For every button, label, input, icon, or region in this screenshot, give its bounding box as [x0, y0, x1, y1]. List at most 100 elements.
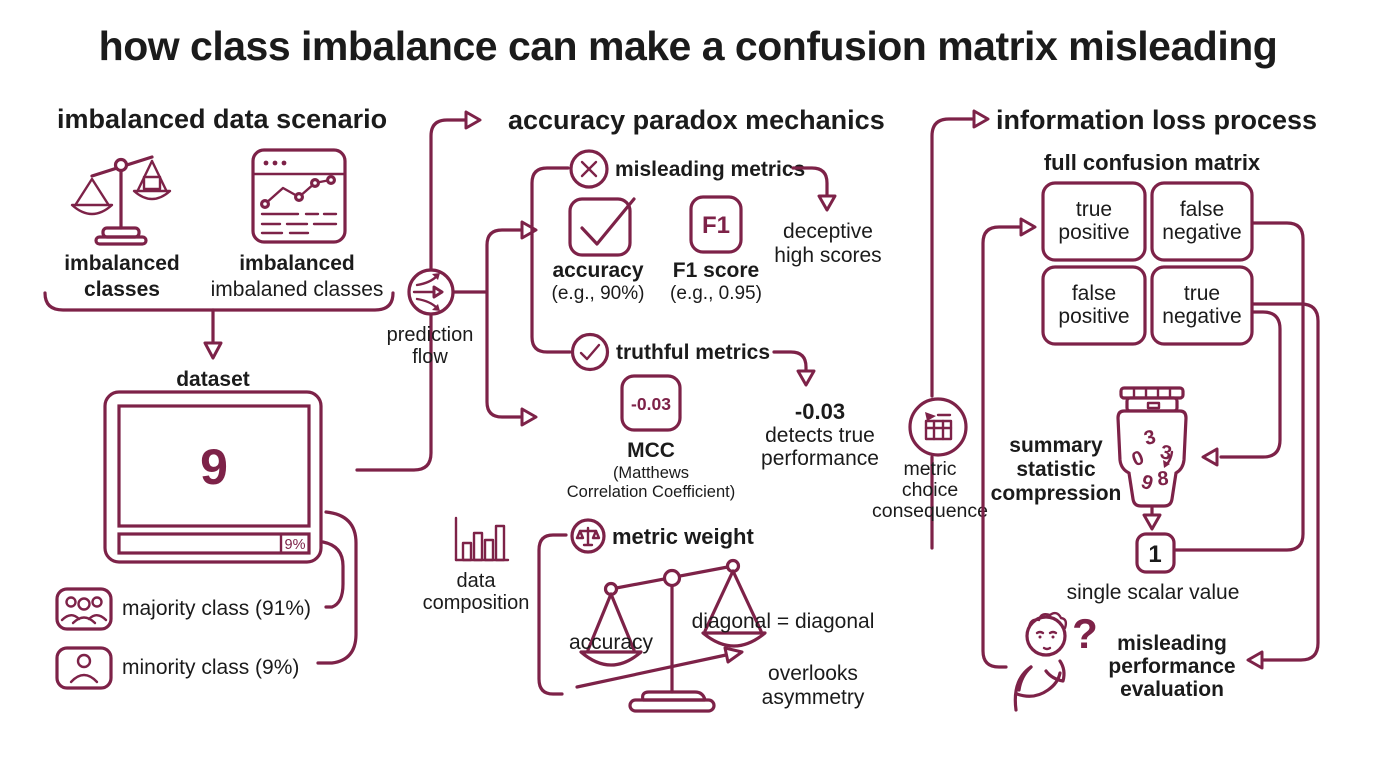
data-composition-icon [454, 516, 510, 562]
scalar-label: single scalar value [1067, 581, 1240, 604]
section-header-accuracy-paradox: accuracy paradox mechanics [508, 105, 885, 135]
dataset-arrowhead [203, 341, 223, 360]
flow-fanout-connector [451, 228, 522, 419]
fn-to-scalar-connector [1174, 221, 1305, 552]
majority-bracket-connector [321, 540, 345, 609]
tn-line1: true [1184, 282, 1220, 305]
title2-arrowhead [464, 110, 482, 130]
evaluation-to-matrix-connector [981, 225, 1021, 669]
dataset-label: dataset [176, 368, 250, 391]
metric-choice-line1: metric [903, 458, 956, 480]
compression-label-line3: compression [991, 482, 1122, 505]
evaluation-label-line2: performance [1108, 655, 1235, 678]
detects-connector [772, 350, 808, 373]
cell-true-positive [1041, 181, 1147, 262]
evaluation-label-line3: evaluation [1120, 678, 1224, 701]
metric-choice-icon [908, 397, 968, 457]
truthful-metrics-label: truthful metrics [616, 341, 770, 364]
merge-bracket-connector [43, 291, 395, 312]
tp-line1: true [1076, 198, 1112, 221]
deceptive-arrowhead [817, 194, 837, 212]
tn-to-evaluation-connector [1251, 302, 1320, 662]
disposal-digit-1: 3 [1142, 426, 1158, 450]
data-composition-line1: data [457, 570, 497, 592]
metric-weight-bracket [537, 533, 568, 696]
detects-label-line2: performance [761, 447, 879, 470]
majority-class-icon [55, 587, 113, 631]
page-title: how class imbalance can make a confusion… [99, 23, 1278, 69]
deceptive-label-line1: deceptive [783, 220, 873, 243]
section-header-imbalanced-data: imbalanced data scenario [57, 104, 387, 134]
thinking-person-icon: ? [1013, 610, 1098, 712]
progress-value: 9% [285, 537, 306, 553]
deceptive-connector [791, 166, 829, 197]
cell-true-negative [1150, 265, 1254, 346]
monitor-to-flow-connector [355, 314, 433, 472]
mcc-row-arrowhead [520, 407, 538, 427]
detects-value: -0.03 [795, 399, 845, 424]
compression-label-line1: summary [1009, 434, 1103, 457]
monitor-value: 9 [200, 439, 228, 495]
title3-arrowhead [972, 109, 990, 129]
matrix-in-arrowhead [1019, 217, 1037, 237]
confusion-matrix: true positive false negative false posit… [1041, 181, 1254, 346]
scalar-value: 1 [1148, 541, 1161, 568]
dataset-monitor: 9 9% [103, 390, 323, 564]
metric-choice-line3: consequence [872, 500, 988, 522]
minority-bracket-connector [316, 510, 358, 665]
section-header-information-loss: information loss process [996, 105, 1317, 135]
prediction-flow-icon [407, 268, 455, 316]
imbalanced-classes-label-line2: classes [84, 278, 160, 301]
prediction-flow-label-line2: flow [412, 346, 448, 368]
prediction-flow-label-line1: prediction [387, 324, 474, 346]
data-composition-line2: composition [423, 592, 530, 614]
f1-badge-icon: F1 [689, 195, 743, 254]
f1-score-label: F1 score [673, 259, 759, 282]
metric-weight-label: metric weight [612, 524, 754, 549]
browser-label-bold: imbalanced [239, 252, 355, 275]
overlooks-line2: asymmetry [762, 686, 865, 709]
imbalanced-classes-label-line1: imbalanced [64, 252, 180, 275]
fn-line1: false [1180, 198, 1224, 221]
majority-class-label: majority class (91%) [122, 597, 311, 620]
cell-false-negative [1150, 181, 1254, 262]
disposal-digit-5: 8 [1157, 468, 1170, 491]
evaluation-arrowhead [1246, 650, 1264, 670]
evaluation-label-line1: misleading [1117, 632, 1227, 655]
flow-to-title-connector [429, 118, 467, 272]
metric-weight-icon [570, 518, 606, 554]
detects-arrowhead [796, 369, 816, 387]
pan-left-label: accuracy [569, 631, 654, 654]
f1-badge-text: F1 [702, 212, 730, 239]
fn-line2: negative [1162, 221, 1241, 244]
f1-score-example: (e.g., 0.95) [670, 283, 762, 304]
mcc-badge-icon: -0.03 [620, 374, 682, 432]
imbalanced-dashboard-icon [251, 148, 347, 244]
disposal-arrowhead [1201, 447, 1219, 467]
minority-class-label: minority class (9%) [122, 656, 299, 679]
mcc-sub-line2: Correlation Coefficient) [567, 483, 735, 501]
accuracy-checkbox-icon [568, 197, 636, 257]
accuracy-row-arrowhead [520, 220, 538, 240]
accuracy-example: (e.g., 90%) [552, 283, 645, 304]
misleading-metrics-icon [569, 149, 609, 189]
question-mark: ? [1072, 610, 1098, 657]
misleading-metrics-label: misleading metrics [615, 158, 805, 181]
mcc-label: MCC [627, 439, 675, 462]
browser-label-sub: imbalaned classes [211, 278, 384, 301]
minority-class-icon [55, 646, 113, 690]
tn-line2: negative [1162, 305, 1241, 328]
balance-scale-illustration [575, 558, 767, 713]
disposal-compression-icon: 3 3 0 9 8 [1116, 386, 1188, 508]
deceptive-label-line2: high scores [774, 244, 881, 267]
pan-right-label: diagonal = diagonal [692, 610, 875, 633]
tn-to-disposal-connector [1219, 310, 1282, 459]
fp-line1: false [1072, 282, 1116, 305]
metrics-splitter-connector [530, 166, 572, 354]
overlooks-line1: overlooks [768, 662, 858, 685]
scalar-arrowhead [1142, 513, 1162, 531]
metric-choice-line2: choice [902, 479, 958, 501]
mcc-value: -0.03 [631, 394, 671, 414]
truthful-metrics-icon [570, 332, 610, 372]
